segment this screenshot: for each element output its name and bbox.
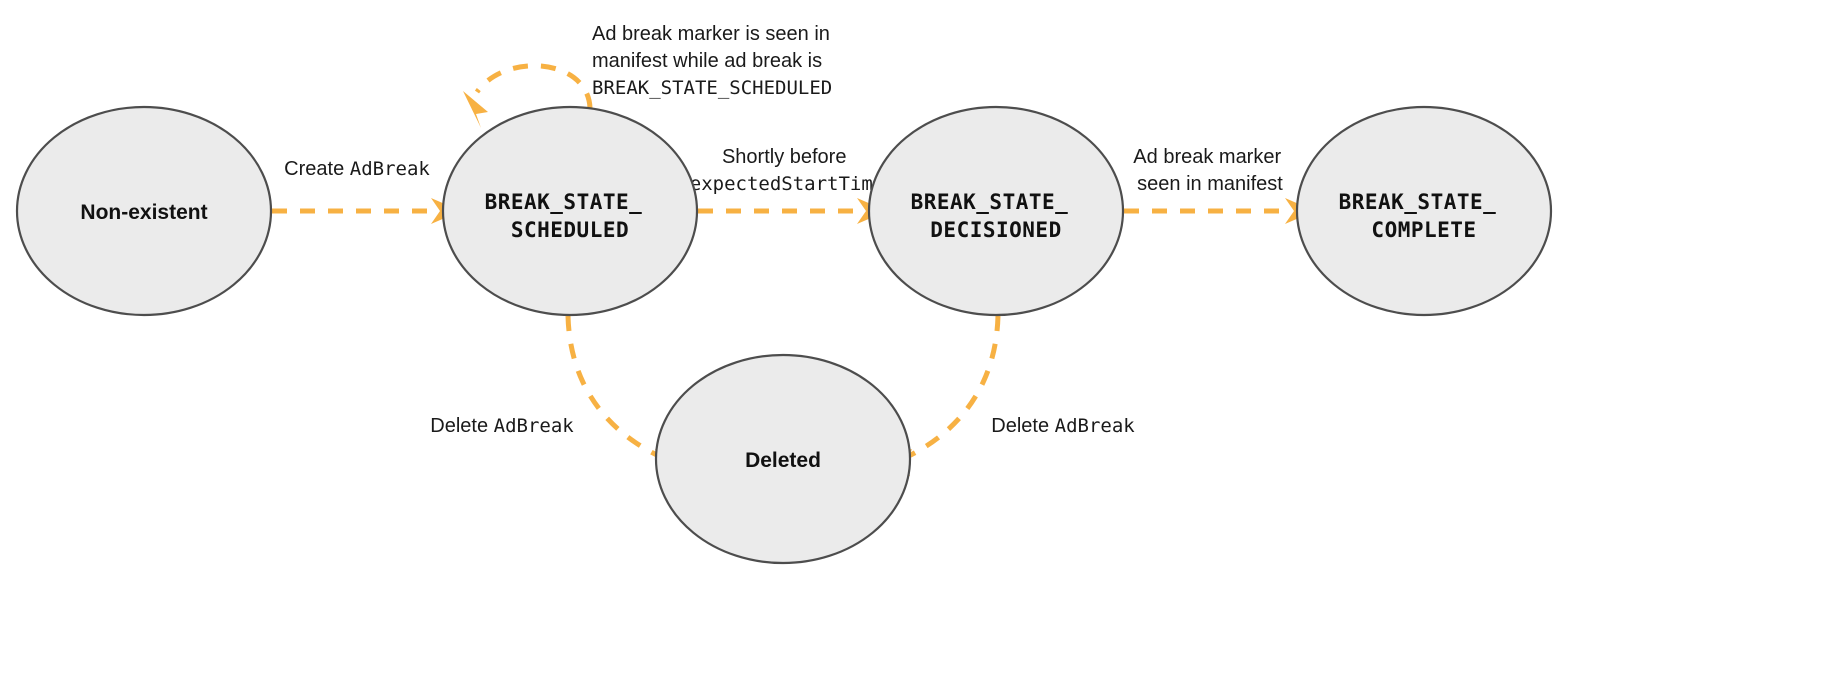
edge-marker-seen-while-scheduled: Ad break marker is seen in manifest whil… [463, 23, 835, 128]
edge-scheduled-to-deleted-label-part-0: Delete [430, 415, 493, 437]
node-break-state-scheduled-label: BREAK_STATE_ SCHEDULED [485, 190, 656, 242]
node-deleted-shape[interactable] [654, 353, 912, 565]
edge-decisioned-to-complete-label-line-0: Ad break marker [1133, 146, 1281, 168]
edge-self-loop-path [474, 63, 593, 109]
node-non-existent-label-line-0: Non-existent [80, 201, 207, 224]
node-non-existent-shape[interactable] [15, 105, 273, 317]
node-break-state-decisioned[interactable]: BREAK_STATE_ DECISIONED [867, 105, 1125, 317]
edge-scheduled-to-deleted-label-part-1: AdBreak [494, 415, 575, 437]
edge-scheduled-to-deleted-label: Delete AdBreak [430, 415, 574, 437]
node-break-state-complete-label-line-0: BREAK_STATE_ [1339, 190, 1497, 214]
node-non-existent[interactable]: Non-existent [15, 105, 273, 317]
node-deleted[interactable]: Deleted [654, 353, 912, 565]
node-break-state-complete-shape[interactable] [1295, 105, 1553, 317]
edge-delete-adbreak-from-decisioned: Delete AdBreak [879, 315, 1135, 476]
node-break-state-scheduled-shape[interactable] [441, 105, 699, 317]
edge-self-loop-arrowhead [463, 91, 488, 128]
node-break-state-complete-label-line-1: COMPLETE [1371, 218, 1476, 242]
edge-marker-seen-in-manifest: Ad break marker seen in manifest [1124, 146, 1315, 224]
edge-decisioned-to-deleted-label-part-0: Delete [991, 415, 1054, 437]
edge-decisioned-to-deleted-label: Delete AdBreak [991, 415, 1135, 437]
node-break-state-complete[interactable]: BREAK_STATE_ COMPLETE [1295, 105, 1553, 317]
node-break-state-decisioned-shape[interactable] [867, 105, 1125, 317]
node-break-state-decisioned-label-line-1: DECISIONED [930, 218, 1061, 242]
edge-decisioned-to-deleted-path [897, 315, 1001, 464]
edge-self-loop-label-line-2: BREAK_STATE_SCHEDULED [592, 77, 832, 99]
edge-self-loop-label-line-0: Ad break marker is seen in [592, 23, 830, 45]
node-deleted-label-line-0: Deleted [745, 449, 821, 472]
node-break-state-complete-label: BREAK_STATE_ COMPLETE [1339, 190, 1510, 242]
edge-scheduled-to-decisioned-label-line-1: expectedStartTime [690, 173, 884, 195]
edge-create-adbreak-label-part-0: Create [284, 158, 350, 180]
node-break-state-scheduled[interactable]: BREAK_STATE_ SCHEDULED [441, 105, 699, 317]
edge-create-adbreak: Create AdBreak [272, 158, 461, 224]
node-break-state-scheduled-label-line-0: BREAK_STATE_ [485, 190, 643, 214]
node-break-state-decisioned-label-line-0: BREAK_STATE_ [911, 190, 1069, 214]
node-break-state-decisioned-label: BREAK_STATE_ DECISIONED [911, 190, 1082, 242]
edge-scheduled-to-decisioned-label: Shortly before expectedStartTime [690, 146, 884, 195]
edge-create-adbreak-label-part-1: AdBreak [350, 158, 431, 180]
edge-decisioned-to-deleted-label-part-1: AdBreak [1055, 415, 1136, 437]
edge-shortly-before-expected-start-time: Shortly before expectedStartTime [690, 146, 887, 224]
edge-self-loop-label: Ad break marker is seen in manifest whil… [592, 23, 835, 99]
node-non-existent-label: Non-existent [80, 201, 207, 224]
edge-scheduled-to-deleted-path [565, 315, 671, 464]
edge-scheduled-to-decisioned-label-line-0: Shortly before [722, 146, 847, 168]
edge-delete-adbreak-from-scheduled: Delete AdBreak [430, 315, 688, 476]
node-break-state-scheduled-label-line-1: SCHEDULED [511, 218, 629, 242]
node-deleted-label: Deleted [745, 449, 821, 472]
edge-decisioned-to-complete-label-line-1: seen in manifest [1137, 173, 1283, 195]
edge-create-adbreak-label: Create AdBreak [284, 158, 430, 180]
edge-self-loop-label-line-1: manifest while ad break is [592, 50, 822, 72]
edge-decisioned-to-complete-label: Ad break marker seen in manifest [1133, 146, 1286, 195]
